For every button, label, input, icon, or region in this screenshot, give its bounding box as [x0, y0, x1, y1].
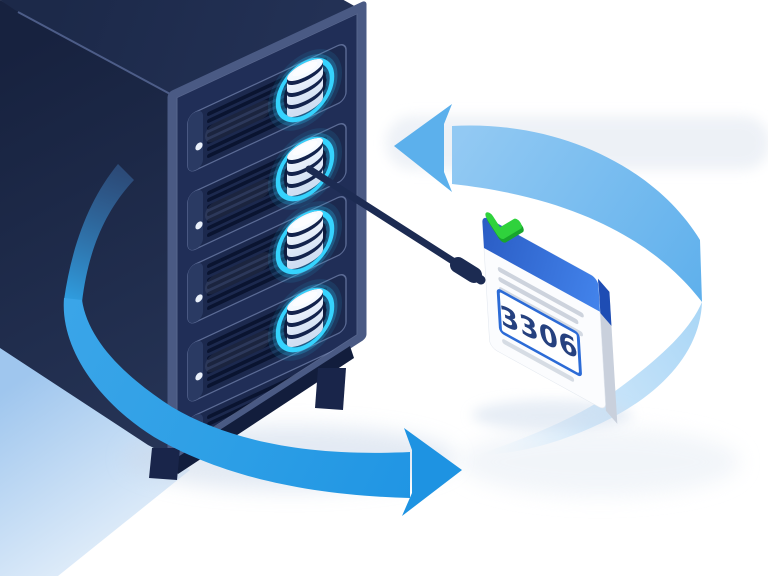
card-header	[482, 217, 600, 312]
front-frame	[167, 1, 367, 464]
server-foot	[149, 448, 180, 480]
placeholder-line	[498, 277, 579, 325]
check-icon	[485, 212, 524, 243]
placeholder-line	[497, 267, 584, 318]
card-header-side-edge	[598, 278, 612, 326]
server-front-face	[167, 1, 367, 464]
left-arrowhead-icon	[394, 104, 452, 192]
port-card: 3306	[482, 212, 618, 424]
server-top-face	[0, 0, 358, 95]
sync-arrow-bottom	[63, 164, 462, 516]
pale-band-bottom	[460, 428, 740, 496]
bottom-left-wash	[0, 346, 190, 576]
server-foot	[315, 368, 346, 410]
port-box	[496, 289, 582, 377]
edge-highlight	[17, 11, 173, 96]
placeholder-line	[502, 339, 575, 382]
right-arrowhead-icon	[402, 428, 462, 516]
connection-cable	[305, 165, 486, 285]
database-server-tower	[0, 0, 367, 480]
card-shadow	[472, 400, 632, 430]
